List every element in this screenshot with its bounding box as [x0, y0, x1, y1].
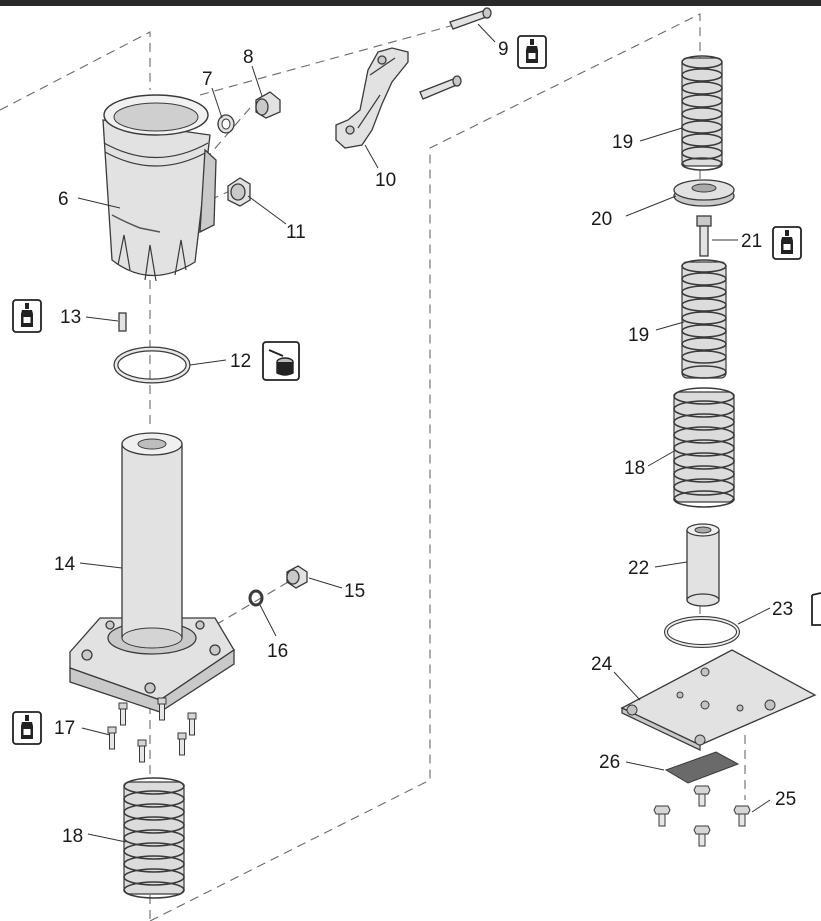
pin-part-9 — [449, 7, 492, 30]
sleeve-part-22 — [686, 523, 720, 607]
o-ring-part-12 — [113, 346, 191, 384]
spring-seat-part-20 — [673, 179, 735, 207]
cropped-icon-edge — [811, 592, 821, 626]
top-bar — [0, 0, 821, 6]
spring-part-18-right — [673, 387, 735, 508]
callout-19-lower: 19 — [628, 325, 649, 346]
callout-24: 24 — [591, 654, 613, 675]
callout-16: 16 — [267, 641, 288, 662]
callout-21: 21 — [741, 231, 762, 252]
callout-19-upper: 19 — [612, 132, 633, 153]
threadlocker-icon — [517, 35, 547, 69]
spring-part-18-left — [123, 777, 185, 899]
callout-9: 9 — [498, 39, 509, 60]
callout-12: 12 — [230, 351, 251, 372]
spring-part-19-lower — [681, 259, 727, 379]
fitting-part-15 — [286, 565, 308, 589]
assembly-guide-lines — [0, 13, 746, 921]
plate-part-24 — [620, 649, 817, 752]
callout-13: 13 — [60, 307, 81, 328]
callout-26: 26 — [599, 752, 620, 773]
bolts-part-25 — [653, 785, 751, 847]
part-callout-labels: 6 7 8 9 10 11 12 13 14 15 16 17 18 19 19… — [54, 39, 796, 847]
callout-14: 14 — [54, 554, 76, 575]
threadlocker-icon — [12, 299, 42, 333]
spring-part-19-upper — [681, 55, 723, 171]
callout-6: 6 — [58, 189, 69, 210]
callout-23: 23 — [772, 599, 793, 620]
dowel-pin-part-13 — [118, 312, 127, 332]
callout-11: 11 — [286, 222, 306, 243]
plug-part-8 — [255, 91, 281, 119]
threadlocker-icon — [772, 226, 802, 260]
callout-17: 17 — [54, 718, 75, 739]
threadlocker-icon — [12, 711, 42, 745]
callout-7: 7 — [202, 69, 213, 90]
callout-25: 25 — [775, 789, 796, 810]
pad-part-26 — [664, 751, 740, 784]
callout-8: 8 — [243, 47, 254, 68]
callout-18-right: 18 — [624, 458, 645, 479]
cylinder-part-14 — [69, 432, 235, 713]
grease-icon — [262, 341, 300, 381]
callout-10: 10 — [375, 170, 396, 191]
callout-20: 20 — [591, 209, 612, 230]
bolt-part-21 — [696, 215, 712, 257]
bracket-part-10 — [335, 47, 462, 149]
callout-18-left: 18 — [62, 826, 83, 847]
callout-22: 22 — [628, 558, 649, 579]
nut-part-11 — [227, 177, 251, 207]
washer-part-16 — [248, 589, 264, 607]
leader-lines — [77, 23, 771, 843]
callout-15: 15 — [344, 581, 365, 602]
o-ring-part-23 — [664, 616, 740, 648]
housing-part-6 — [102, 94, 217, 282]
